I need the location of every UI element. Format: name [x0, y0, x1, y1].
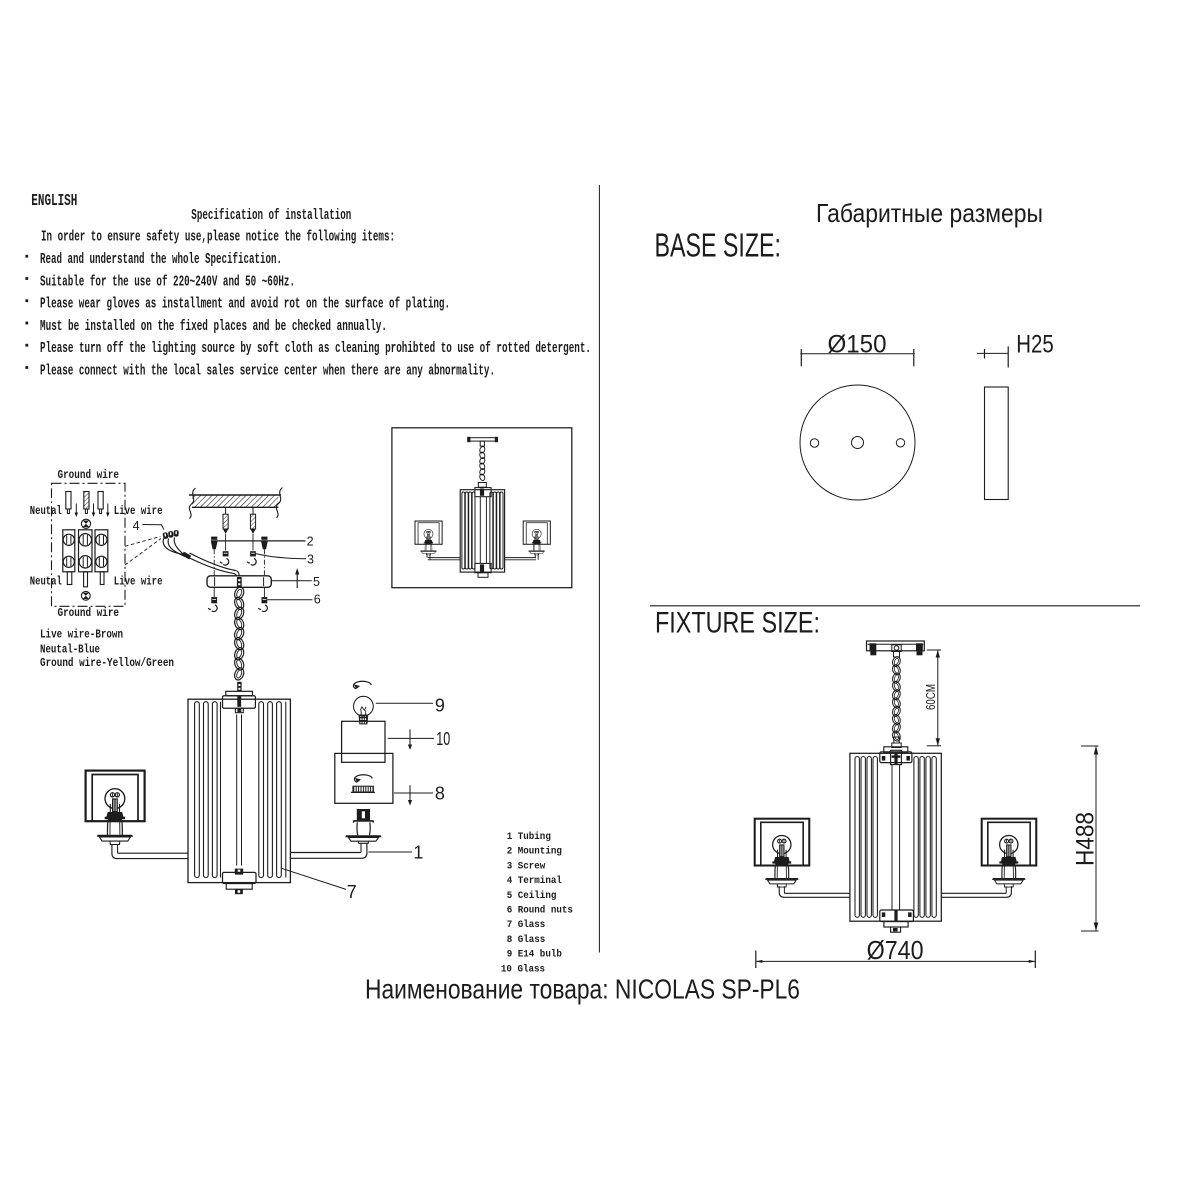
svg-text:BASE SIZE:: BASE SIZE:: [655, 227, 782, 264]
svg-text:Ground wire: Ground wire: [58, 606, 120, 620]
svg-text:Live wire-Brown: Live wire-Brown: [40, 629, 123, 642]
svg-text:9 E14 bulb: 9 E14 bulb: [507, 949, 562, 961]
svg-text:Ground wire: Ground wire: [58, 468, 120, 482]
svg-text:2 Mounting: 2 Mounting: [507, 846, 562, 858]
svg-text:Live wire: Live wire: [114, 575, 163, 589]
svg-text:Neutal: Neutal: [30, 575, 62, 589]
svg-text:6: 6: [314, 592, 321, 606]
svg-text:8: 8: [435, 784, 445, 804]
svg-text:3 Screw: 3 Screw: [507, 860, 546, 872]
svg-text:In order to ensure safety use,: In order to ensure safety use,please not…: [41, 230, 395, 246]
svg-text:Please turn off the lighting s: Please turn off the lighting source by s…: [40, 341, 591, 357]
svg-text:2: 2: [307, 534, 314, 548]
svg-text:Please wear gloves as installm: Please wear gloves as installment and av…: [40, 297, 450, 313]
svg-text:Ø740: Ø740: [867, 937, 924, 965]
svg-text:6 Round nuts: 6 Round nuts: [507, 905, 573, 917]
svg-text:8 Glass: 8 Glass: [507, 934, 546, 946]
svg-text:Neutal: Neutal: [30, 504, 62, 518]
svg-text:ENGLISH: ENGLISH: [31, 191, 77, 210]
svg-text:60CM: 60CM: [923, 684, 938, 710]
svg-text:Ground wire-Yellow/Green: Ground wire-Yellow/Green: [40, 657, 174, 670]
svg-text:H488: H488: [1072, 812, 1100, 866]
svg-text:10: 10: [436, 729, 450, 749]
svg-text:1 Tubing: 1 Tubing: [507, 831, 551, 843]
svg-text:4 Terminal: 4 Terminal: [507, 875, 562, 887]
svg-text:3: 3: [307, 552, 314, 566]
svg-text:Live wire: Live wire: [114, 504, 163, 518]
svg-text:7 Glass: 7 Glass: [507, 919, 546, 931]
svg-text:10 Glass: 10 Glass: [501, 963, 545, 975]
svg-text:Please connect with the local: Please connect with the local sales serv…: [40, 363, 495, 379]
svg-text:Must be installed on the fixed: Must be installed on the fixed places an…: [40, 319, 387, 335]
svg-text:Read and understand the whole: Read and understand the whole Specificat…: [40, 252, 282, 268]
svg-text:Наименование товара: NICOLAS S: Наименование товара: NICOLAS SP-PL6: [365, 973, 800, 1005]
svg-text:Suitable for the use of 220~24: Suitable for the use of 220~240V and 50 …: [40, 274, 295, 290]
svg-text:Neutal-Blue: Neutal-Blue: [40, 644, 100, 657]
svg-text:5: 5: [313, 575, 320, 589]
svg-text:1: 1: [413, 843, 423, 863]
svg-text:5 Ceiling: 5 Ceiling: [507, 890, 557, 902]
svg-text:H25: H25: [1016, 330, 1054, 358]
svg-text:9: 9: [435, 696, 445, 716]
svg-text:4: 4: [133, 519, 140, 533]
svg-text:FIXTURE SIZE:: FIXTURE SIZE:: [655, 607, 820, 640]
svg-text:7: 7: [347, 882, 357, 902]
svg-text:Габаритные размеры: Габаритные размеры: [816, 198, 1043, 228]
svg-text:Specification of installation: Specification of installation: [191, 208, 351, 224]
